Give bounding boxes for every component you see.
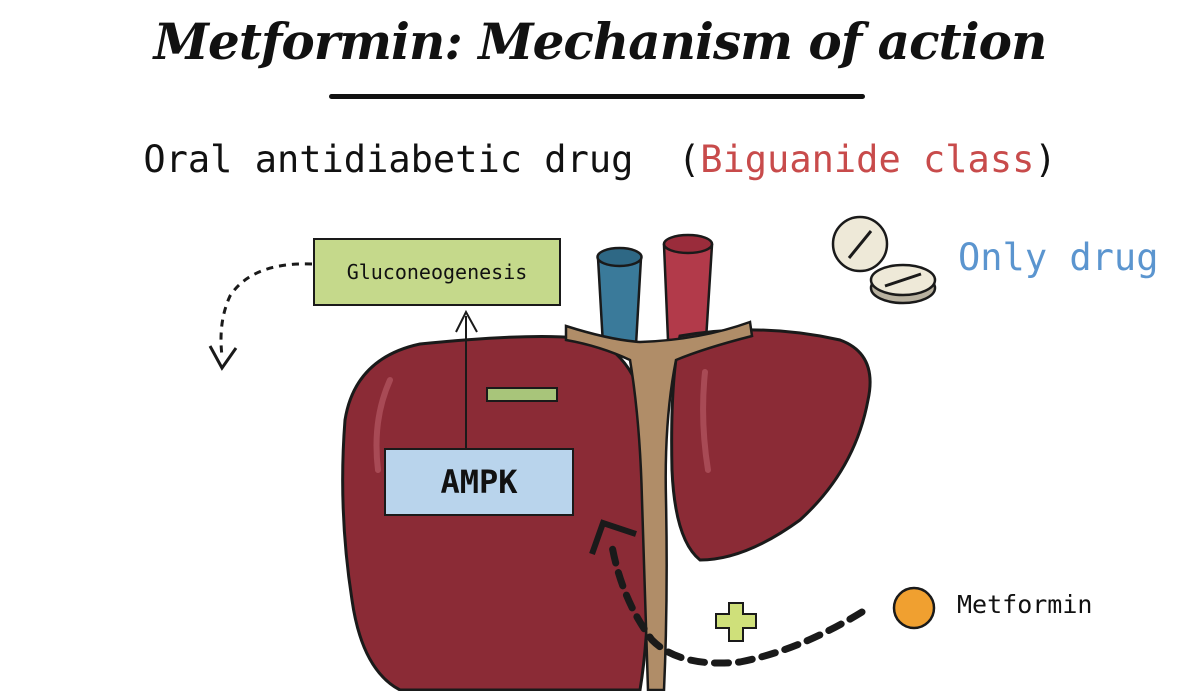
gluconeogenesis-box: Gluconeogenesis: [313, 238, 561, 306]
title-underline: [329, 94, 865, 99]
subtitle-text: Oral antidiabetic drug (: [143, 138, 701, 181]
metformin-label: Metformin: [957, 590, 1093, 619]
pill-icon: [831, 215, 937, 305]
inhibition-bar: [486, 387, 558, 402]
subtitle: Oral antidiabetic drug (Biguanide class): [0, 138, 1200, 181]
artery-icon: [662, 233, 714, 342]
plus-icon: [715, 602, 757, 642]
metformin-dot-icon: [892, 586, 936, 630]
drug-class-label: Biguanide class: [700, 138, 1035, 181]
only-drug-label: Only drug: [958, 236, 1159, 279]
liver-left-lobe: [670, 328, 872, 562]
ampk-box: AMPK: [384, 448, 574, 516]
subtitle-close: ): [1034, 138, 1057, 181]
ligament-icon: [564, 320, 754, 691]
arrow-up-icon: [455, 309, 478, 448]
output-arrow-icon: [208, 262, 313, 371]
page-title: Metformin: Mechanism of action: [153, 12, 1048, 71]
vein-icon: [596, 246, 643, 347]
metformin-arrow-icon: [589, 519, 866, 667]
